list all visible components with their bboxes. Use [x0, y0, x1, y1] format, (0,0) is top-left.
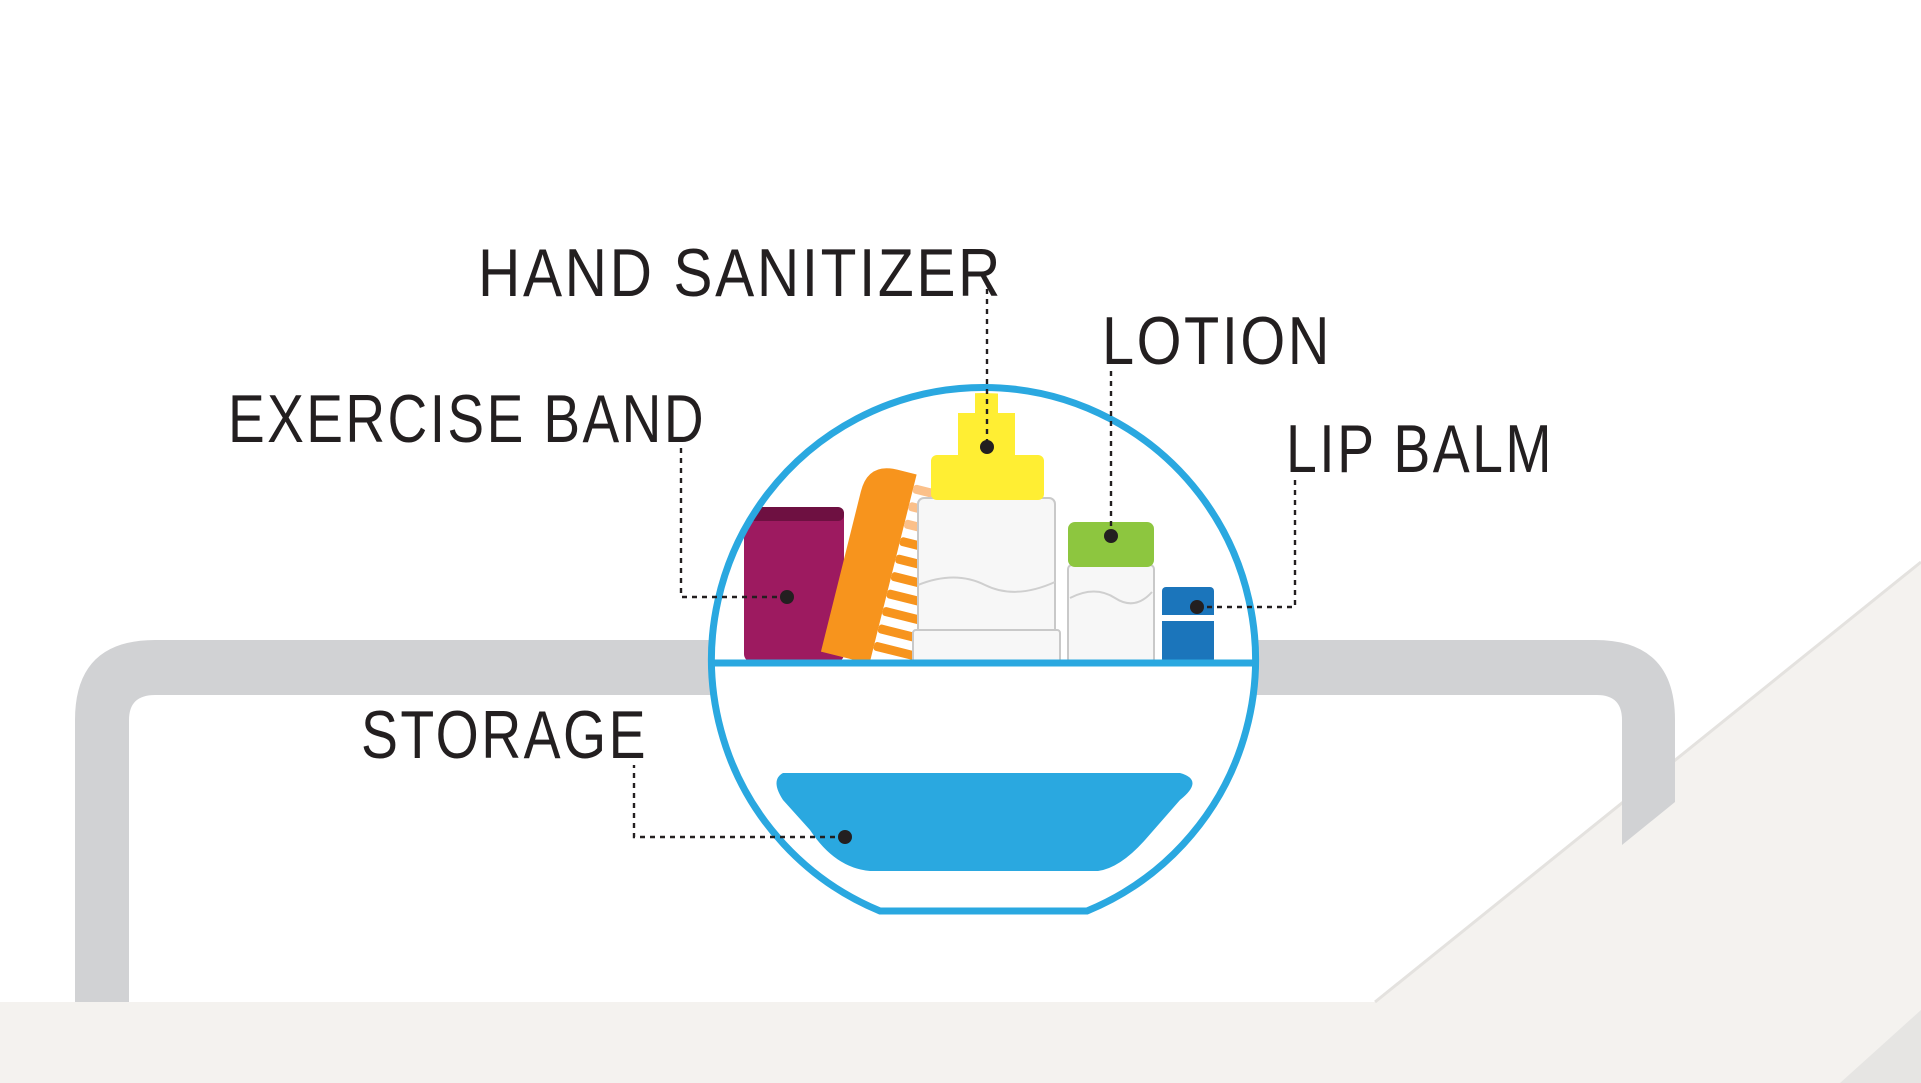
dot-hand-sanitizer [980, 440, 994, 454]
labels: HAND SANITIZER LOTION EXERCISE BAND LIP … [228, 235, 1554, 773]
lotion-bottle-icon [1067, 522, 1155, 664]
leader-lip-balm [1197, 477, 1297, 609]
label-storage: STORAGE [361, 697, 648, 773]
leader-lines [632, 278, 1297, 839]
label-exercise-band: EXERCISE BAND [228, 381, 706, 457]
pointer-dots [780, 440, 1204, 844]
bed-frame-icon [75, 640, 1675, 1002]
storage-tray-icon [776, 773, 1193, 871]
label-lip-balm: LIP BALM [1286, 411, 1554, 487]
dot-exercise-band [780, 590, 794, 604]
label-hand-sanitizer: HAND SANITIZER [478, 235, 1003, 311]
dot-lotion [1104, 529, 1118, 543]
dot-lip-balm [1190, 600, 1204, 614]
caddy-outline-icon [708, 384, 1259, 915]
hand-sanitizer-bottle-icon [912, 393, 1061, 664]
dot-storage [838, 830, 852, 844]
label-lotion: LOTION [1102, 303, 1332, 379]
exercise-band-icon [744, 507, 844, 662]
leader-storage [632, 765, 845, 839]
lip-balm-icon [1162, 587, 1214, 663]
